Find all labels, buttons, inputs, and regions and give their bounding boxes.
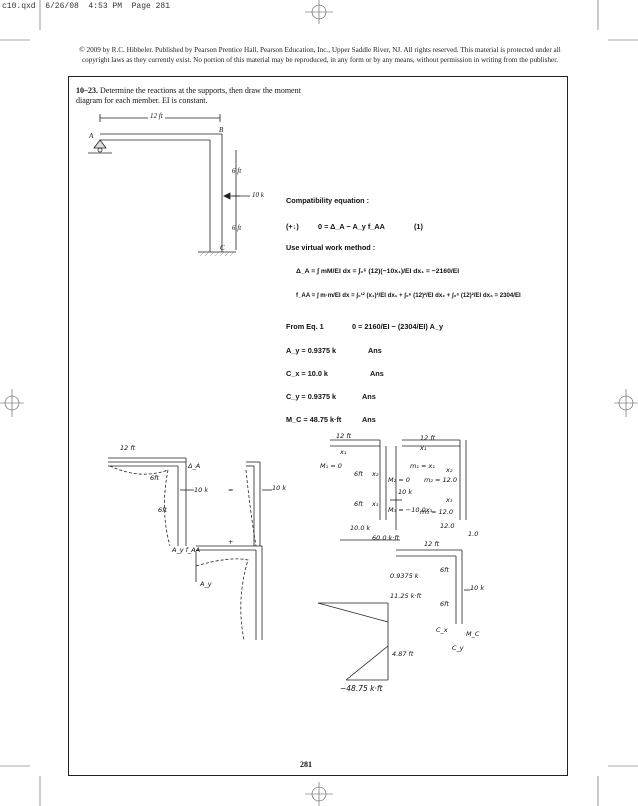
file-stamp: c10.qxd 6/26/08 4:53 PM Page 281 (2, 2, 171, 11)
result-text: C_x = 10.0 k (286, 369, 328, 378)
vb-m2: m₂ = 12.0 (424, 476, 457, 484)
ans-tag: Ans (370, 369, 384, 378)
compat-equation: 0 = Δ_A − A_y f_AA (318, 222, 385, 231)
joint-b-label: B (219, 126, 224, 134)
vb-x2: x₂ (446, 466, 453, 474)
problem-frame (68, 76, 568, 776)
compat-title: Compatibility equation : (286, 196, 370, 205)
s2-ay: A_y (200, 580, 212, 588)
ans-tag: Ans (362, 392, 376, 401)
s1-six-a: 6ft (150, 474, 159, 482)
s1-dim: 12 ft (120, 444, 136, 452)
fb-six-b: 6ft (354, 500, 363, 508)
s2-plus: + (228, 538, 234, 546)
fin-six-a: 6ft (440, 566, 449, 574)
ans-tag: Ans (362, 415, 376, 424)
s1-right-load: 10 k (272, 484, 287, 492)
result-text: C_y = 0.9375 k (286, 392, 337, 401)
compat-sign: (+↓) (286, 222, 299, 231)
s2-label: A_y f_AA (172, 546, 201, 554)
fin-six-b: 6ft (440, 600, 449, 608)
fin-cy: C_y (452, 644, 464, 652)
dim-upper-6ft: 6 ft (232, 167, 242, 175)
s1-delta: Δ_A (188, 462, 201, 470)
fb-reac: 10.0 k (350, 524, 371, 532)
result-text: A_y = 0.9375 k (286, 346, 337, 355)
vb-m3: m₃ = 12.0 (420, 508, 453, 516)
fb-x2: x₂ (372, 470, 379, 478)
vb-m1: m₁ = x₁ (410, 462, 435, 470)
compat-number: (1) (414, 222, 423, 231)
fb-x3: x₃ (372, 500, 379, 508)
support-a-label: A (89, 132, 94, 140)
md-dist: 4.87 ft (392, 650, 414, 658)
fb-mom: 60.0 k·ft (372, 534, 400, 542)
md-bottom: −48.75 k·ft (340, 684, 383, 693)
fb-six-a: 6ft (354, 470, 363, 478)
faa-equation: f_AA = ∫ m·m/EI dx = ∫₀¹² (x₁)²/EI dx₁ +… (296, 292, 521, 299)
fb-m1: M₁ = 0 (320, 462, 342, 470)
ans-tag: Ans (368, 346, 382, 355)
fb-x1: x₁ (340, 448, 347, 456)
result-cx: C_x = 10.0 k Ans (286, 369, 486, 392)
fb-dim: 12 ft (336, 432, 352, 440)
vb-twelve: 12.0 (440, 522, 455, 530)
results-list: A_y = 0.9375 k Ans C_x = 10.0 k Ans C_y … (286, 346, 486, 438)
fb-m3: M₃ = −10.0x₃ (388, 506, 433, 514)
vb-dim: 12 ft (420, 434, 436, 442)
load-10k: 10 k (252, 191, 264, 199)
problem-number: 10–23. (76, 86, 98, 95)
problem-statement: 10–23. Determine the reactions at the su… (76, 86, 316, 106)
dim-12ft: 12 ft (148, 112, 165, 120)
result-text: M_C = 48.75 k·ft (286, 415, 342, 424)
result-ay: A_y = 0.9375 k Ans (286, 346, 486, 369)
fb-m2: M₂ = 0 (388, 476, 410, 484)
vb-one: 1.0 (468, 530, 479, 538)
delta-equation: Δ_A = ∫ mM/EI dx = ∫₀⁶ (12)(−10x₁)/EI dx… (296, 268, 460, 275)
from-eq: 0 = 2160/EI − (2304/EI) A_y (352, 322, 444, 331)
dim-lower-6ft: 6 ft (232, 224, 242, 232)
fin-load: 10 k (470, 584, 485, 592)
result-mc: M_C = 48.75 k·ft Ans (286, 415, 486, 438)
support-c-label: C (220, 244, 225, 252)
copyright-notice: © 2009 by R.C. Hibbeler. Published by Pe… (79, 46, 561, 64)
s1-six-b: 6ft (158, 506, 167, 514)
problem-text: Determine the reactions at the supports,… (76, 86, 301, 105)
from-eq-label: From Eq. 1 (286, 322, 324, 331)
fb-load: 10 k (398, 488, 413, 496)
fin-cx: C_x (436, 626, 448, 634)
fin-dim: 12 ft (424, 540, 440, 548)
md-top: 11.25 k·ft (390, 592, 422, 600)
virtual-work-title: Use virtual work method : (286, 243, 376, 252)
page-number: 281 (300, 760, 312, 769)
vb-x3: x₃ (446, 496, 453, 504)
result-cy: C_y = 0.9375 k Ans (286, 392, 486, 415)
fin-ay: 0.9375 k (390, 572, 419, 580)
s1-load: 10 k (194, 486, 209, 494)
fin-mc: M_C (466, 630, 480, 638)
s1-equals: = (228, 486, 234, 494)
vb-x1: x₁ (420, 444, 427, 452)
